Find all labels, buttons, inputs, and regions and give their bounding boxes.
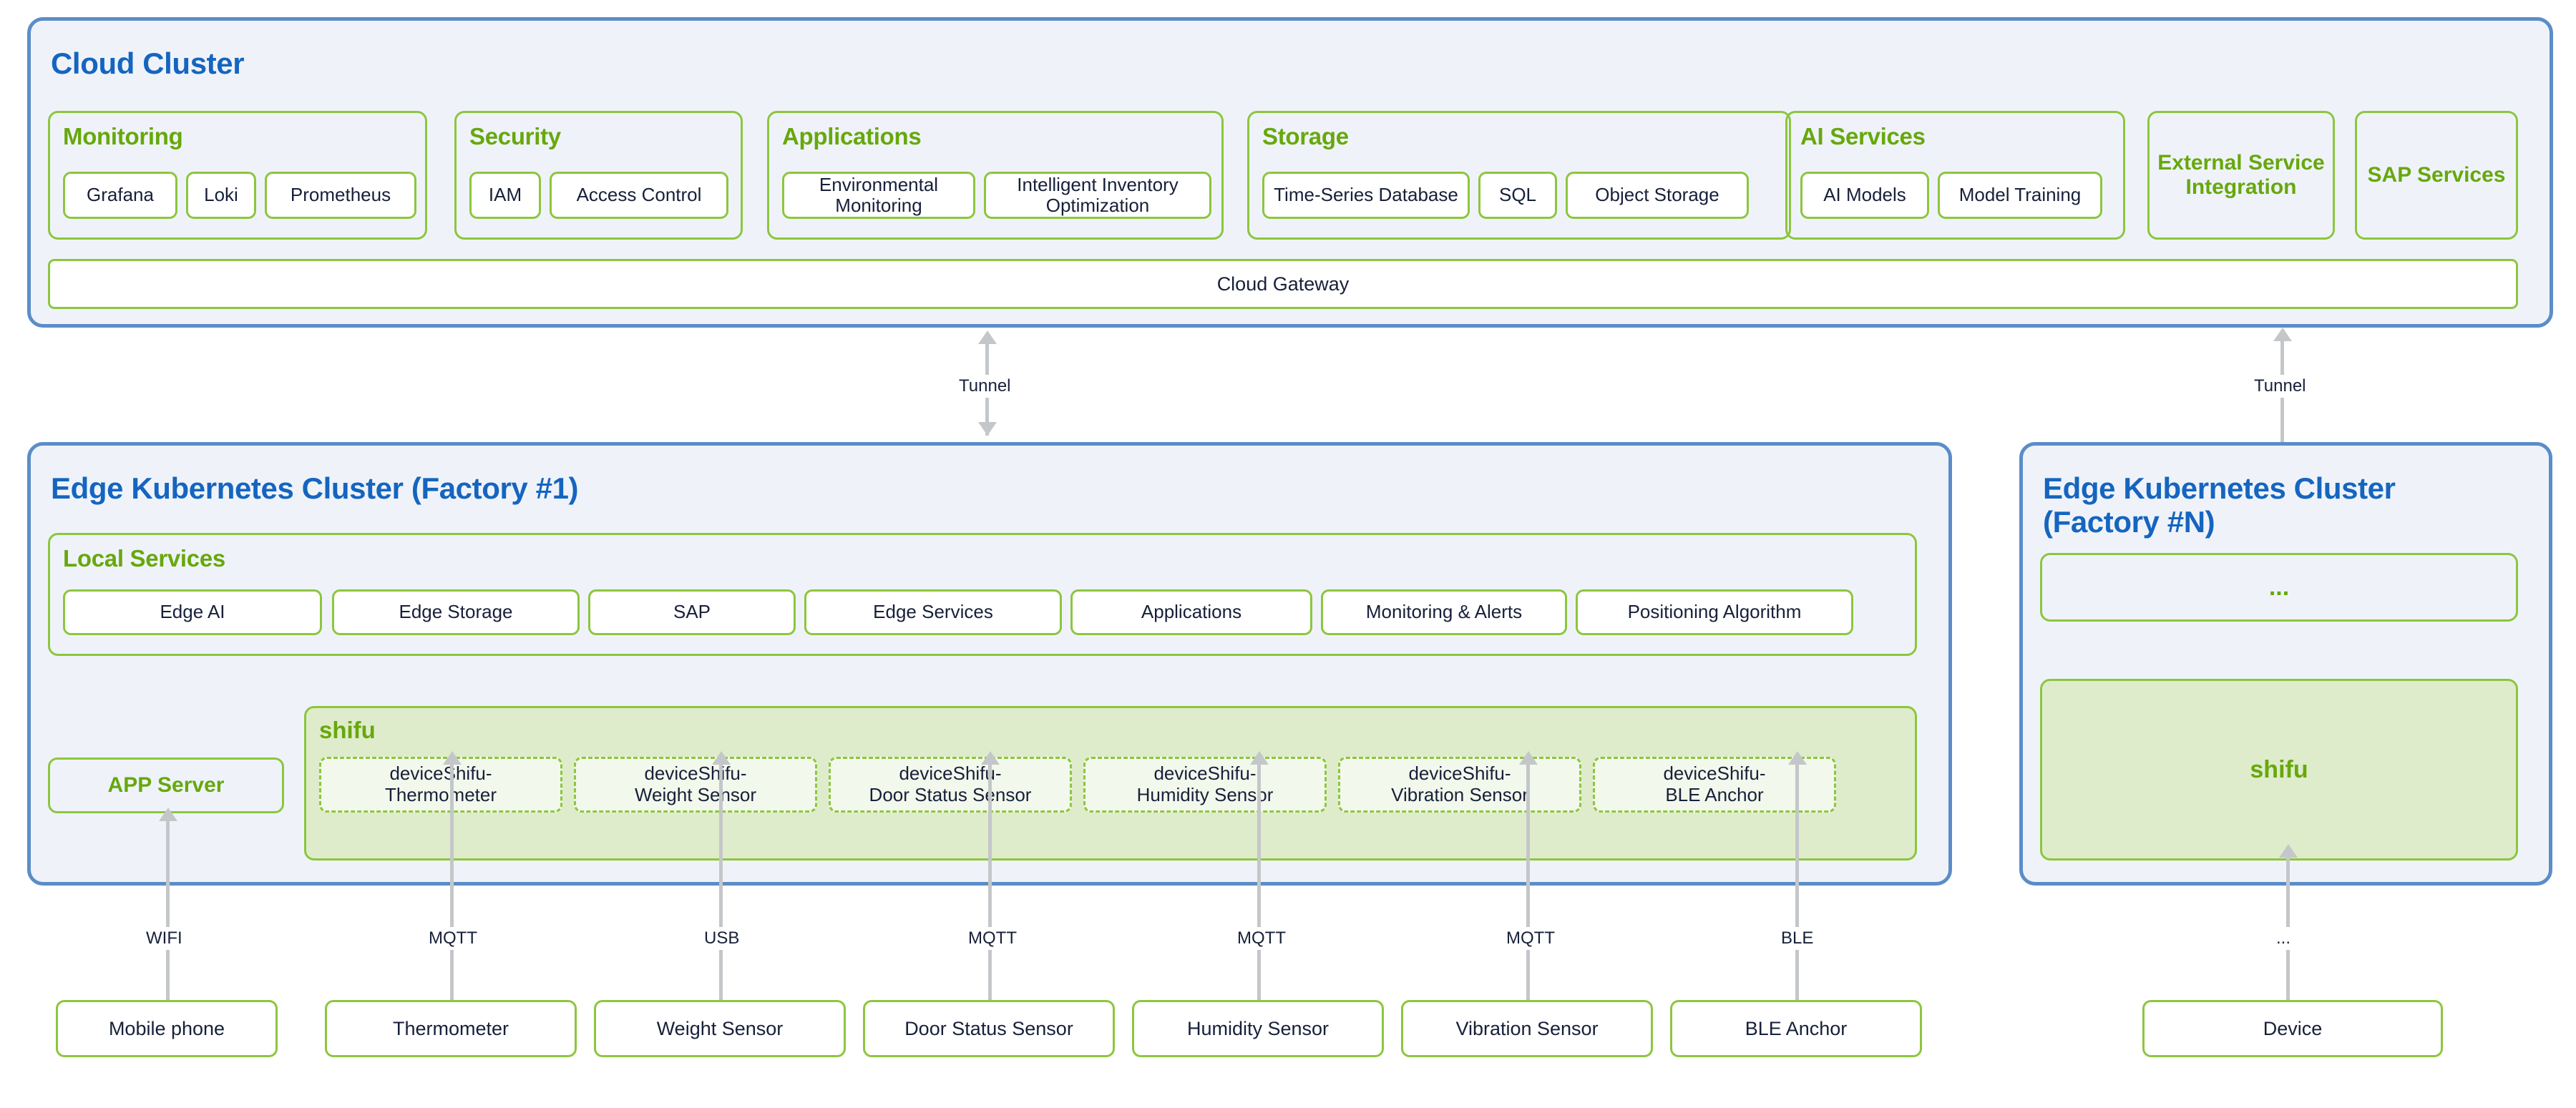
connector-ble-anchor-line (1795, 765, 1799, 1000)
connector-door-status-sensor-label: MQTT (962, 927, 1023, 950)
connector-mobile-phone-line (166, 821, 170, 1000)
chip-grafana[interactable]: Grafana (63, 172, 177, 219)
connector-thermometer-arrow (443, 751, 462, 765)
cloud-gateway-bar[interactable]: Cloud Gateway (48, 259, 2518, 309)
edge-cluster-n-services-placeholder[interactable]: ... (2040, 553, 2518, 622)
group-local-services: Local Services Edge AI Edge Storage SAP … (48, 533, 1917, 656)
edge-cluster-n-title: Edge Kubernetes Cluster (Factory #N) (2043, 471, 2396, 539)
chip-iam[interactable]: IAM (469, 172, 541, 219)
connector-mobile-phone-arrow (159, 808, 177, 821)
tunnel-right-arrow-up (2273, 328, 2292, 341)
group-security-title: Security (469, 123, 561, 149)
connector-vibration-sensor-line (1526, 765, 1530, 1000)
chip-sap-services[interactable]: SAP Services (2355, 111, 2518, 240)
chip-sql[interactable]: SQL (1478, 172, 1557, 219)
connector-thermometer-label: MQTT (422, 927, 484, 950)
deviceshifu-thermometer[interactable]: deviceShifu- Thermometer (319, 757, 562, 813)
group-storage-title: Storage (1262, 123, 1349, 149)
chip-time-series-database[interactable]: Time-Series Database (1262, 172, 1470, 219)
chip-sap[interactable]: SAP (588, 589, 796, 635)
chip-intelligent-inventory-optimization[interactable]: Intelligent Inventory Optimization (984, 172, 1211, 219)
chip-edge-storage[interactable]: Edge Storage (332, 589, 580, 635)
connector-thermometer-line (450, 765, 454, 1000)
deviceshifu-vibration-sensor[interactable]: deviceShifu- Vibration Sensor (1338, 757, 1581, 813)
chip-environmental-monitoring[interactable]: Environmental Monitoring (782, 172, 975, 219)
device-weight-sensor[interactable]: Weight Sensor (594, 1000, 846, 1057)
cloud-cluster-title: Cloud Cluster (51, 46, 245, 80)
edge-cluster-1-title: Edge Kubernetes Cluster (Factory #1) (51, 471, 579, 505)
chip-monitoring-alerts[interactable]: Monitoring & Alerts (1321, 589, 1567, 635)
connector-door-status-sensor-line (988, 765, 992, 1000)
chip-model-training[interactable]: Model Training (1938, 172, 2102, 219)
chip-positioning-algorithm[interactable]: Positioning Algorithm (1576, 589, 1853, 635)
group-storage: Storage Time-Series Database SQL Object … (1247, 111, 1791, 240)
connector-mobile-phone-label: WIFI (140, 927, 189, 950)
chip-applications[interactable]: Applications (1070, 589, 1312, 635)
connector-device-n-arrow (2279, 844, 2298, 858)
device-thermometer[interactable]: Thermometer (325, 1000, 577, 1057)
chip-ai-models[interactable]: AI Models (1800, 172, 1929, 219)
group-ai-services: AI Services AI Models Model Training (1785, 111, 2125, 240)
group-local-services-title: Local Services (63, 545, 225, 572)
connector-device-n-label: ... (2270, 927, 2298, 950)
connector-weight-sensor-line (719, 765, 723, 1000)
device-vibration-sensor[interactable]: Vibration Sensor (1401, 1000, 1653, 1057)
cloud-cluster: Cloud Cluster Monitoring Grafana Loki Pr… (27, 17, 2553, 328)
device-door-status-sensor[interactable]: Door Status Sensor (863, 1000, 1115, 1057)
chip-access-control[interactable]: Access Control (550, 172, 728, 219)
connector-humidity-sensor-label: MQTT (1231, 927, 1292, 950)
chip-loki[interactable]: Loki (186, 172, 256, 219)
device-generic-factory-n[interactable]: Device (2142, 1000, 2443, 1057)
tunnel-left-label: Tunnel (952, 375, 1018, 398)
connector-vibration-sensor-arrow (1519, 751, 1538, 765)
group-applications: Applications Environmental Monitoring In… (767, 111, 1224, 240)
chip-edge-services[interactable]: Edge Services (804, 589, 1062, 635)
deviceshifu-weight-sensor[interactable]: deviceShifu- Weight Sensor (574, 757, 817, 813)
shifu-panel-factory-n: shifu (2040, 679, 2518, 861)
device-mobile-phone[interactable]: Mobile phone (56, 1000, 278, 1057)
chip-app-server[interactable]: APP Server (48, 758, 284, 813)
device-ble-anchor[interactable]: BLE Anchor (1670, 1000, 1922, 1057)
tunnel-left-arrow-down (978, 422, 997, 436)
chip-edge-ai[interactable]: Edge AI (63, 589, 322, 635)
connector-humidity-sensor-arrow (1250, 751, 1269, 765)
connector-ble-anchor-label: BLE (1775, 927, 1820, 950)
connector-vibration-sensor-label: MQTT (1500, 927, 1561, 950)
device-humidity-sensor[interactable]: Humidity Sensor (1132, 1000, 1384, 1057)
chip-object-storage[interactable]: Object Storage (1566, 172, 1749, 219)
connector-ble-anchor-arrow (1788, 751, 1807, 765)
deviceshifu-door-status-sensor[interactable]: deviceShifu- Door Status Sensor (829, 757, 1072, 813)
shifu-panel-title: shifu (319, 717, 376, 743)
group-applications-title: Applications (782, 123, 922, 149)
chip-prometheus[interactable]: Prometheus (265, 172, 416, 219)
group-ai-services-title: AI Services (1800, 123, 1926, 149)
group-monitoring: Monitoring Grafana Loki Prometheus (48, 111, 427, 240)
connector-weight-sensor-arrow (712, 751, 731, 765)
edge-cluster-factory-1: Edge Kubernetes Cluster (Factory #1) Loc… (27, 442, 1952, 886)
group-monitoring-title: Monitoring (63, 123, 183, 149)
connector-humidity-sensor-line (1257, 765, 1261, 1000)
group-security: Security IAM Access Control (454, 111, 743, 240)
deviceshifu-ble-anchor[interactable]: deviceShifu- BLE Anchor (1593, 757, 1836, 813)
tunnel-right-label: Tunnel (2248, 375, 2313, 398)
tunnel-left-arrow-up (978, 330, 997, 344)
connector-weight-sensor-label: USB (698, 927, 746, 950)
shifu-panel-n-title: shifu (2250, 755, 2308, 783)
shifu-panel-factory-1: shifu deviceShifu- Thermometer deviceShi… (304, 706, 1917, 861)
connector-door-status-sensor-arrow (981, 751, 1000, 765)
edge-cluster-factory-n: Edge Kubernetes Cluster (Factory #N) ...… (2019, 442, 2552, 886)
deviceshifu-humidity-sensor[interactable]: deviceShifu- Humidity Sensor (1083, 757, 1327, 813)
chip-external-service-integration[interactable]: External Service Integration (2147, 111, 2335, 240)
